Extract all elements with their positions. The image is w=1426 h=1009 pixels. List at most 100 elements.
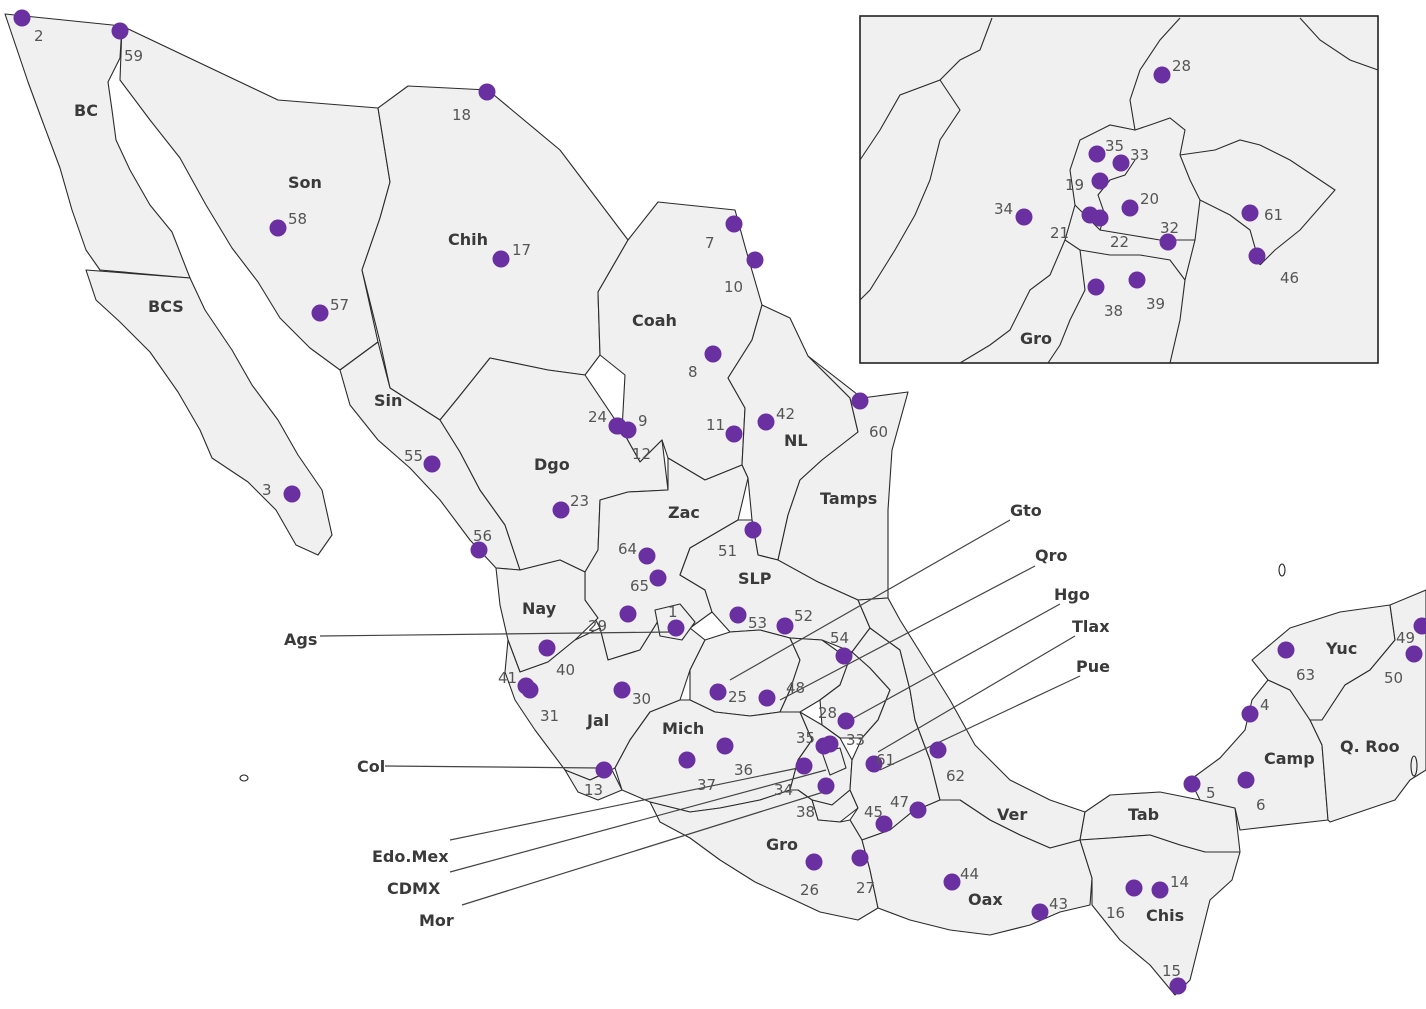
- label-chih: Chih: [448, 230, 488, 249]
- site-marker-label-42: 42: [776, 405, 795, 423]
- states-layer: [4, 13, 1426, 996]
- callout-qro: Qro: [1035, 546, 1067, 565]
- label-gro: Gro: [766, 835, 798, 854]
- site-marker-label-13: 13: [584, 781, 603, 799]
- callout-ags: Ags: [284, 630, 317, 649]
- site-marker-11: [725, 425, 743, 443]
- state-labels: BC BCS Son Chih Coah Sin Dgo NL Tamps Za…: [74, 101, 1400, 925]
- inset-site-marker-label-28: 28: [1172, 57, 1191, 75]
- site-marker-63: [1277, 641, 1295, 659]
- label-coah: Coah: [632, 311, 677, 330]
- site-marker-49: [1413, 617, 1426, 635]
- site-marker-label-31: 31: [540, 707, 559, 725]
- site-marker-34: [795, 757, 813, 775]
- site-marker-label-35: 35: [796, 729, 815, 747]
- inset-site-marker-label-61: 61: [1264, 206, 1283, 224]
- site-marker-17: [492, 250, 510, 268]
- label-nl: NL: [784, 431, 808, 450]
- site-marker-label-25: 25: [728, 688, 747, 706]
- inset-site-marker-label-32: 32: [1160, 219, 1179, 237]
- site-marker-65: [649, 569, 667, 587]
- site-marker-label-55: 55: [404, 447, 423, 465]
- site-marker-label-63: 63: [1296, 666, 1315, 684]
- inset-site-marker-label-38: 38: [1104, 302, 1123, 320]
- site-marker-56: [470, 541, 488, 559]
- inset-site-marker-39: [1128, 271, 1146, 289]
- site-marker-label-61: 61: [876, 751, 895, 769]
- inset-site-marker-label-22: 22: [1110, 233, 1129, 251]
- site-marker-label-54: 54: [830, 629, 849, 647]
- callout-pue: Pue: [1076, 657, 1110, 676]
- site-marker-label-38: 38: [796, 803, 815, 821]
- state-qroo: [1309, 589, 1426, 823]
- site-marker-label-10: 10: [724, 278, 743, 296]
- state-bcs: [85, 269, 333, 556]
- label-tamps: Tamps: [820, 489, 877, 508]
- inset-site-marker-38: [1087, 278, 1105, 296]
- inset-site-marker-label-34: 34: [994, 200, 1013, 218]
- site-marker-61: [865, 755, 883, 773]
- site-marker-25: [709, 683, 727, 701]
- site-marker-58: [269, 219, 287, 237]
- inset-site-marker-label-35: 35: [1105, 137, 1124, 155]
- site-marker-36: [716, 737, 734, 755]
- site-marker-2: [13, 9, 31, 27]
- inset-site-marker-19: [1091, 172, 1109, 190]
- site-marker-27: [851, 849, 869, 867]
- site-marker-8: [704, 345, 722, 363]
- site-marker-7: [725, 215, 743, 233]
- site-marker-label-1: 1: [668, 603, 678, 621]
- site-marker-label-40: 40: [556, 661, 575, 679]
- island: [1278, 563, 1286, 577]
- site-marker-13: [595, 761, 613, 779]
- label-yuc: Yuc: [1325, 639, 1357, 658]
- label-tab: Tab: [1128, 805, 1159, 824]
- label-sin: Sin: [374, 391, 402, 410]
- site-marker-52: [776, 617, 794, 635]
- state-qro: [779, 637, 851, 713]
- site-marker-label-33: 33: [846, 731, 865, 749]
- inset-site-marker-label-19: 19: [1065, 176, 1084, 194]
- site-marker-label-49: 49: [1396, 629, 1415, 647]
- site-marker-label-60: 60: [869, 423, 888, 441]
- inset-site-marker-35: [1088, 145, 1106, 163]
- site-marker-40: [538, 639, 556, 657]
- site-marker-label-52: 52: [794, 607, 813, 625]
- label-jal: Jal: [586, 711, 609, 730]
- site-marker-62: [929, 741, 947, 759]
- site-marker-4: [1241, 705, 1259, 723]
- site-marker-35: [815, 737, 833, 755]
- site-marker-54: [835, 647, 853, 665]
- site-marker-1: [667, 619, 685, 637]
- inset-site-marker-46: [1248, 247, 1266, 265]
- state-bc: [4, 13, 191, 279]
- site-marker-label-57: 57: [330, 296, 349, 314]
- label-mich: Mich: [662, 719, 704, 738]
- site-marker-51: [744, 521, 762, 539]
- site-marker-label-44: 44: [960, 865, 979, 883]
- site-marker-label-3: 3: [262, 481, 272, 499]
- site-marker-label-53: 53: [748, 614, 767, 632]
- site-marker-48: [758, 689, 776, 707]
- label-son: Son: [288, 173, 322, 192]
- site-marker-label-37: 37: [697, 776, 716, 794]
- label-bc: BC: [74, 101, 98, 120]
- inset-site-marker-20: [1121, 199, 1139, 217]
- label-qroo: Q. Roo: [1340, 737, 1400, 756]
- site-marker-47: [909, 801, 927, 819]
- site-marker-3: [283, 485, 301, 503]
- site-marker-label-26: 26: [800, 881, 819, 899]
- site-marker-label-34: 34: [774, 781, 793, 799]
- site-marker-15: [1169, 977, 1187, 995]
- site-marker-label-11: 11: [706, 416, 725, 434]
- inset-site-marker-label-46: 46: [1280, 269, 1299, 287]
- site-marker-43: [1031, 903, 1049, 921]
- inset-site-marker-label-21: 21: [1050, 224, 1069, 242]
- site-marker-24: [608, 417, 626, 435]
- site-marker-44: [943, 873, 961, 891]
- site-marker-label-16: 16: [1106, 904, 1125, 922]
- label-zac: Zac: [668, 503, 700, 522]
- site-marker-18: [478, 83, 496, 101]
